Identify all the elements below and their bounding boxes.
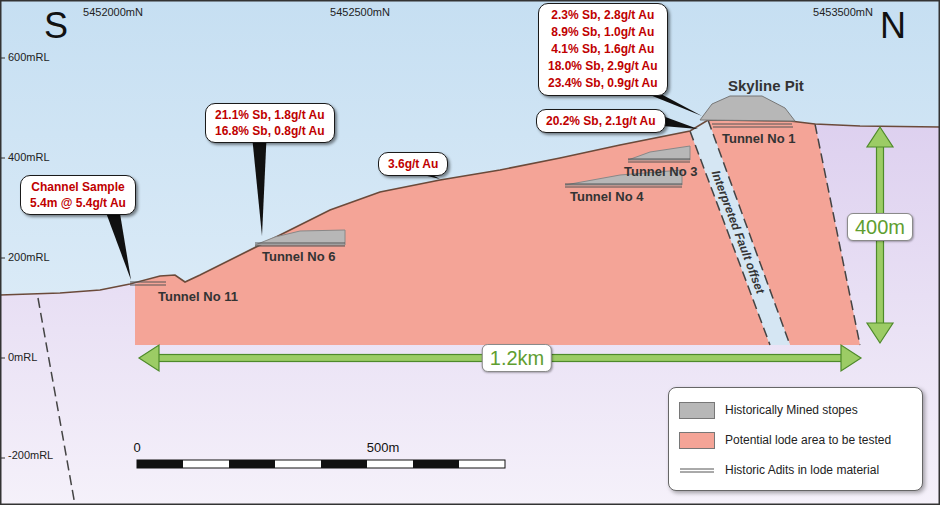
elevation-label: 0mRL (8, 351, 37, 363)
arrow-head (867, 323, 893, 343)
node-text: 5.4m @ 5.4g/t Au (30, 195, 126, 211)
adit-line (130, 282, 166, 283)
legend-text: Historic Adits in lode material (725, 463, 879, 477)
stope (255, 230, 345, 245)
legend-text: Potential lode area to be tested (725, 433, 891, 447)
arrow-head (139, 345, 159, 371)
arrow-head (841, 345, 861, 371)
adit-line (680, 471, 714, 472)
scale-segment (321, 460, 367, 468)
elevation-label: -200mRL (8, 449, 53, 461)
assay-callout: Channel Sample5.4m @ 5.4g/t Au (20, 175, 136, 215)
scale-label: 0 (133, 440, 140, 455)
node-text: 18.0% Sb, 2.9g/t Au (548, 58, 658, 75)
assay-callout: 2.3% Sb, 2.8g/t Au8.9% Sb, 1.0g/t Au4.1%… (538, 3, 668, 96)
node-text: 20.2% Sb, 2.1g/t Au (546, 113, 656, 129)
fault-label: Interpreted Fault offset (709, 168, 768, 295)
fault-line (708, 120, 790, 345)
elevation-label: 200mRL (8, 251, 50, 263)
legend-text: Historically Mined stopes (725, 403, 858, 417)
adit-line (628, 162, 690, 163)
adit-line (628, 159, 690, 160)
legend-row: Historically Mined stopes (679, 395, 912, 425)
northing-label: 5453500mN (813, 6, 873, 18)
adit-line (565, 184, 682, 185)
node-text: 16.8% Sb, 0.8g/t Au (215, 123, 325, 139)
dimension-box: 1.2km (482, 344, 552, 372)
dimension-arrow (139, 127, 893, 371)
ground-surface (0, 120, 940, 295)
legend-box: Historically Mined stopesPotential lode … (668, 387, 923, 491)
node-text: 400m (855, 215, 905, 239)
lode-area (708, 120, 860, 345)
pit-label: Skyline Pit (728, 77, 804, 94)
node-text: Channel Sample (30, 179, 126, 195)
fault-zone (690, 120, 790, 345)
legend-row: Historic Adits in lode material (679, 455, 912, 485)
legend-swatch (679, 402, 715, 419)
tunnel-label: Tunnel No 11 (158, 289, 238, 304)
node-text: 23.4% Sb, 0.9g/t Au (548, 75, 658, 92)
northing-label: 5452000mN (83, 6, 143, 18)
assay-callout: 20.2% Sb, 2.1g/t Au (536, 109, 666, 133)
scale-bar (137, 460, 505, 468)
adits (130, 124, 793, 285)
adit-line (713, 127, 793, 128)
compass-letter: N (880, 8, 906, 44)
tunnel-label: Tunnel No 6 (262, 249, 335, 264)
stope (628, 146, 690, 160)
node-text: 2.3% Sb, 2.8g/t Au (548, 7, 658, 24)
fault-line (690, 131, 770, 345)
compass-letter: S (44, 8, 68, 44)
callout-pointer (663, 116, 698, 129)
node-text: 3.6g/t Au (388, 156, 438, 172)
callout-pointer (252, 140, 266, 236)
lode-area (135, 131, 770, 345)
adit-line (712, 124, 792, 125)
node-text: 1.2km (490, 346, 544, 370)
scale-segment (137, 460, 183, 468)
scale-segment (229, 460, 275, 468)
callout-pointer (106, 212, 131, 280)
node-text: 8.9% Sb, 1.0g/t Au (548, 24, 658, 41)
arrow-head (867, 127, 893, 147)
assay-callout: 21.1% Sb, 1.8g/t Au16.8% Sb, 0.8g/t Au (205, 103, 335, 143)
scale-label: 500m (367, 440, 400, 455)
node-text: 4.1% Sb, 1.6g/t Au (548, 41, 658, 58)
tunnel-label: Tunnel No 3 (624, 164, 697, 179)
adit-line (565, 187, 682, 188)
legend-swatch (679, 432, 715, 449)
ground (0, 120, 940, 505)
dimension-box: 400m (847, 213, 913, 241)
tunnel-label: Tunnel No 1 (722, 131, 795, 146)
fault-line (38, 298, 75, 505)
elevation-label: 600mRL (8, 51, 50, 63)
northing-label: 5452500mN (330, 6, 390, 18)
scale-frame (137, 460, 505, 468)
adit-line (680, 468, 714, 469)
pit-mound (700, 96, 795, 121)
legend-row: Potential lode area to be tested (679, 425, 912, 455)
scale-segment (413, 460, 459, 468)
adit-line (255, 246, 345, 247)
legend-line-sample (679, 462, 715, 479)
elevation-label: 400mRL (8, 151, 50, 163)
adit-line (130, 285, 166, 286)
tunnel-label: Tunnel No 4 (570, 189, 643, 204)
node-text: 21.1% Sb, 1.8g/t Au (215, 107, 325, 123)
adit-line (255, 243, 345, 244)
assay-callout: 3.6g/t Au (378, 152, 448, 176)
